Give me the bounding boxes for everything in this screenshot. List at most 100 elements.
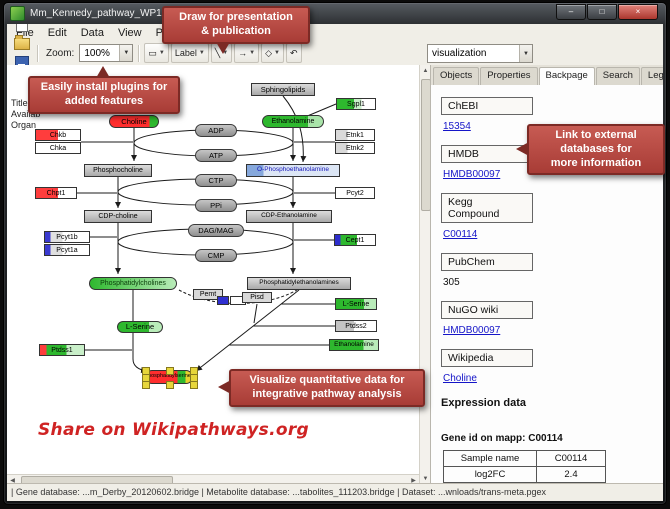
label-tool[interactable]: Label▼ (170, 43, 209, 63)
backpage-link[interactable]: Choline (443, 373, 477, 384)
toolbar-separator (37, 44, 38, 62)
callout-pointer (218, 380, 231, 394)
tool-glyph: → (238, 48, 248, 58)
node-ptdss1[interactable]: Ptdss1 (39, 344, 85, 356)
node-ptdss2[interactable]: Ptdss2 (335, 320, 377, 332)
node-phosphatidylcholines[interactable]: Phosphatidylcholines (89, 277, 177, 290)
window-title: Mm_Kennedy_pathway_WP1771_45176.gpml (30, 8, 237, 19)
app-window: Mm_Kennedy_pathway_WP1771_45176.gpml – □… (3, 2, 667, 505)
open-button[interactable] (11, 34, 32, 53)
visualization-value: visualization (432, 48, 487, 59)
node-chpt1[interactable]: Chpt1 (35, 187, 77, 199)
node-l-serine[interactable]: L-Serine (117, 321, 163, 333)
node-ctp[interactable]: CTP (195, 174, 237, 187)
node-pisd[interactable]: Pisd (242, 292, 272, 303)
node-cdp-ethanolamine[interactable]: CDP-Ethanolamine (246, 210, 332, 223)
selection-handle[interactable] (166, 381, 174, 389)
node-etnk1[interactable]: Etnk1 (335, 129, 375, 141)
tab-legend[interactable]: Legend (640, 67, 663, 85)
new-button[interactable] (11, 24, 32, 34)
window-client-area: FileEditDataViewPluginsHelp Zoom: 100% ▼… (7, 24, 663, 501)
scroll-down-icon[interactable]: ▼ (422, 475, 429, 482)
chevron-down-icon[interactable]: ▼ (119, 45, 133, 61)
connector-tool[interactable]: →▼ (234, 43, 260, 63)
node-choline[interactable]: Choline (109, 115, 159, 128)
node-ethanolamine[interactable]: Ethanolamine (329, 339, 379, 351)
node-etnk2[interactable]: Etnk2 (335, 142, 375, 154)
table-cell: C00114 (536, 450, 606, 467)
menu-item-edit[interactable]: Edit (47, 26, 67, 39)
tab-objects[interactable]: Objects (433, 67, 480, 85)
chevron-down-icon[interactable]: ▼ (519, 45, 532, 62)
open-icon (13, 34, 30, 50)
chevron-down-icon: ▼ (249, 50, 256, 56)
zoom-value: 100% (84, 47, 110, 59)
share-note-text: Share on Wikipathways.org (38, 420, 309, 440)
menu-item-view[interactable]: View (117, 26, 142, 39)
node-o-phosphoethanolamine[interactable]: O-Phosphoethanolamine (246, 164, 340, 177)
backpage-link[interactable]: 15354 (443, 121, 471, 132)
node-adp[interactable]: ADP (195, 124, 237, 137)
node-l-serine[interactable]: L-Serine (335, 298, 377, 310)
backpage-section-header: ChEBI (441, 97, 533, 115)
selection-handle[interactable] (190, 381, 198, 389)
undo-button[interactable]: ↶ (286, 43, 302, 63)
node-box[interactable] (217, 296, 229, 305)
backpage-section-header: Kegg Compound (441, 193, 533, 223)
tab-search[interactable]: Search (595, 67, 640, 85)
tab-properties[interactable]: Properties (480, 67, 538, 85)
node-chkb[interactable]: Chkb (35, 129, 81, 141)
zoom-combobox[interactable]: 100% ▼ (79, 44, 134, 62)
close-button[interactable]: × (618, 4, 658, 20)
node-cept1[interactable]: Cept1 (334, 234, 376, 246)
node-phosphocholine[interactable]: Phosphocholine (84, 164, 152, 177)
visualization-combobox[interactable]: visualization ▼ (427, 44, 533, 63)
backpage-value: 305 (443, 277, 460, 288)
gene-id-line: Gene id on mapp: C00114 (441, 433, 563, 444)
scroll-up-icon[interactable]: ▲ (422, 67, 429, 74)
toolbar-separator (138, 44, 140, 62)
node-pcyt1a[interactable]: Pcyt1a (44, 244, 90, 256)
shape-tool[interactable]: ◇▼ (261, 43, 284, 63)
node-chka[interactable]: Chka (35, 142, 81, 154)
tab-backpage[interactable]: Backpage (538, 67, 595, 85)
selection-handle[interactable] (166, 367, 174, 375)
node-dag-mag[interactable]: DAG/MAG (188, 224, 244, 237)
node-phosphatidylethanolamines[interactable]: Phosphatidylethanolamines (247, 277, 351, 290)
maximize-button[interactable]: □ (587, 4, 617, 20)
table-cell: log2FC (443, 466, 537, 483)
backpage-section-header: HMDB (441, 145, 533, 163)
node-sphingolipids[interactable]: Sphingolipids (251, 83, 315, 96)
minimize-button[interactable]: – (556, 4, 586, 20)
node-cdp-choline[interactable]: CDP-choline (84, 210, 152, 223)
title-bar[interactable]: Mm_Kennedy_pathway_WP1771_45176.gpml – □… (4, 3, 666, 24)
scroll-right-icon[interactable]: ▶ (411, 478, 416, 484)
node-ethanolamine[interactable]: Ethanolamine (262, 115, 324, 128)
backpage-link[interactable]: HMDB00097 (443, 169, 501, 180)
backpage-link[interactable]: HMDB00097 (443, 325, 501, 336)
node-cmp[interactable]: CMP (195, 249, 237, 262)
tool-glyph: Label (174, 48, 197, 58)
node-pcyt2[interactable]: Pcyt2 (335, 187, 375, 199)
backpage-link[interactable]: C00114 (443, 229, 478, 240)
datanode-tool[interactable]: ▭▼ (144, 43, 169, 63)
backpage-section-header: PubChem (441, 253, 533, 271)
node-pcyt1b[interactable]: Pcyt1b (44, 231, 90, 243)
expression-table-body: Sample nameC00114log2FC2.4pvalue7.80252E… (443, 450, 606, 484)
selection-handle[interactable] (142, 381, 150, 389)
backpage-section-header: NuGO wiki (441, 301, 533, 319)
menu-item-data[interactable]: Data (80, 26, 104, 39)
node-sgpl1[interactable]: Sgpl1 (336, 98, 376, 110)
app-icon (10, 6, 25, 21)
node-atp[interactable]: ATP (195, 149, 237, 162)
node-ppi[interactable]: PPi (195, 199, 237, 212)
scroll-left-icon[interactable]: ◀ (10, 478, 15, 484)
status-bar: | Gene database: ...m_Derby_20120602.bri… (7, 483, 663, 501)
node-pemt[interactable]: Pemt (193, 289, 223, 300)
toolbar: Zoom: 100% ▼ ▭▼Label▼╲▼→▼◇▼↶ visualizati… (7, 24, 663, 88)
